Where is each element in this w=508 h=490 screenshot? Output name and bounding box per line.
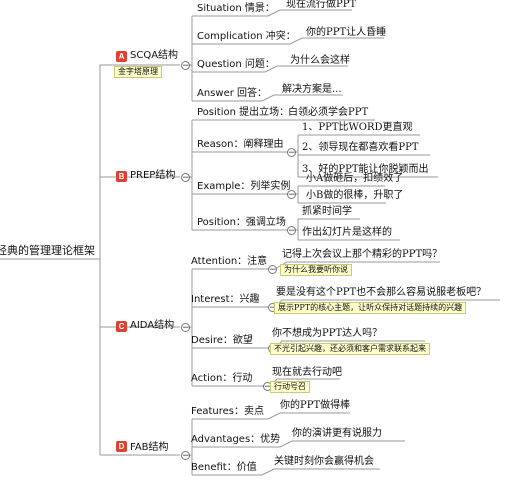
collapse-toggle-position[interactable]: − xyxy=(287,226,296,236)
note-interest: 展示PPT的核心主题，让听众保持对话题持续的兴趣 xyxy=(274,302,467,314)
node-answer[interactable]: Answer 回答： xyxy=(197,88,268,99)
node-desire[interactable]: Desire：欲望 xyxy=(191,335,253,346)
node-situation[interactable]: Situation 情景： xyxy=(197,3,275,14)
branch-b-label[interactable]: PREP结构 xyxy=(130,170,176,181)
branch-a-note: 金字塔原理 xyxy=(114,66,162,78)
leaf-answer[interactable]: 解决方案是... xyxy=(282,84,342,95)
collapse-toggle-a[interactable]: − xyxy=(181,61,190,71)
collapse-toggle-c[interactable]: − xyxy=(181,323,190,333)
note-action: 行动号召 xyxy=(270,381,310,393)
leaf-position-2b[interactable]: 作出幻灯片是这样的 xyxy=(302,227,392,238)
node-attention[interactable]: Attention：注意 xyxy=(191,256,268,267)
leaf-complication[interactable]: 你的PPT让人昏睡 xyxy=(306,27,387,38)
branch-d-label[interactable]: FAB结构 xyxy=(130,442,169,453)
node-question[interactable]: Question 问题： xyxy=(197,59,275,70)
badge-d: D xyxy=(116,441,127,452)
node-complication[interactable]: Complication 冲突： xyxy=(197,31,296,42)
node-example[interactable]: Example：列举实例 xyxy=(197,181,291,192)
branch-a-label[interactable]: SCQA结构 xyxy=(130,50,179,61)
leaf-attention[interactable]: 记得上次会议上那个精彩的PPT吗？ xyxy=(282,249,443,260)
node-features[interactable]: Features：卖点 xyxy=(191,406,264,417)
collapse-toggle-example[interactable]: − xyxy=(287,190,296,200)
badge-a: A xyxy=(116,51,127,62)
leaf-question[interactable]: 为什么会这样 xyxy=(290,55,350,66)
leaf-example-2[interactable]: 小B做的很棒，升职了 xyxy=(306,190,404,201)
leaf-reason-1[interactable]: 1、PPT比WORD更直观 xyxy=(302,122,413,133)
leaf-interest[interactable]: 要是没有这个PPT也不会那么容易说服老板吧？ xyxy=(276,287,487,298)
root-topic[interactable]: 经典的管理理论框架 xyxy=(0,244,95,257)
leaf-position-2a[interactable]: 抓紧时间学 xyxy=(302,206,352,217)
collapse-toggle-d[interactable]: − xyxy=(181,451,190,461)
node-position-2[interactable]: Position：强调立场 xyxy=(197,217,286,228)
leaf-desire[interactable]: 你不想成为PPT达人吗？ xyxy=(272,328,383,339)
leaf-reason-2[interactable]: 2、领导现在都喜欢看PPT xyxy=(302,142,419,153)
node-reason[interactable]: Reason：阐释理由 xyxy=(197,139,284,150)
badge-b: B xyxy=(116,171,127,182)
node-advantages[interactable]: Advantages：优势 xyxy=(191,434,281,445)
node-benefit[interactable]: Benefit：价值 xyxy=(191,462,257,473)
leaf-benefit[interactable]: 关键时刻你会赢得机会 xyxy=(274,456,374,467)
leaf-reason-3[interactable]: 3、好的PPT能让你脱颖而出 xyxy=(302,164,429,175)
note-attention: 为什么我要听你说 xyxy=(280,264,352,276)
collapse-toggle-b[interactable]: − xyxy=(181,173,190,183)
note-desire: 不光引起兴趣，还必须和客户需求联系起来 xyxy=(270,343,430,355)
node-action[interactable]: Action：行动 xyxy=(191,373,253,384)
node-position-1[interactable]: Position 提出立场： xyxy=(197,107,290,118)
leaf-example-1[interactable]: 小A做砸后，扣绩效了 xyxy=(306,173,404,184)
leaf-features[interactable]: 你的PPT做得棒 xyxy=(280,400,351,411)
collapse-toggle-reason[interactable]: − xyxy=(287,148,296,158)
leaf-advantages[interactable]: 你的演讲更有说服力 xyxy=(292,428,382,439)
leaf-situation[interactable]: 现在流行做PPT xyxy=(286,0,357,10)
branch-c-label[interactable]: AIDA结构 xyxy=(130,320,175,331)
leaf-position-1[interactable]: 白领必须学会PPT xyxy=(288,107,369,118)
collapse-toggle-attention[interactable]: − xyxy=(268,265,277,275)
badge-c: C xyxy=(116,321,127,332)
node-interest[interactable]: Interest：兴趣 xyxy=(191,294,260,305)
leaf-action[interactable]: 现在就去行动吧 xyxy=(272,367,342,378)
